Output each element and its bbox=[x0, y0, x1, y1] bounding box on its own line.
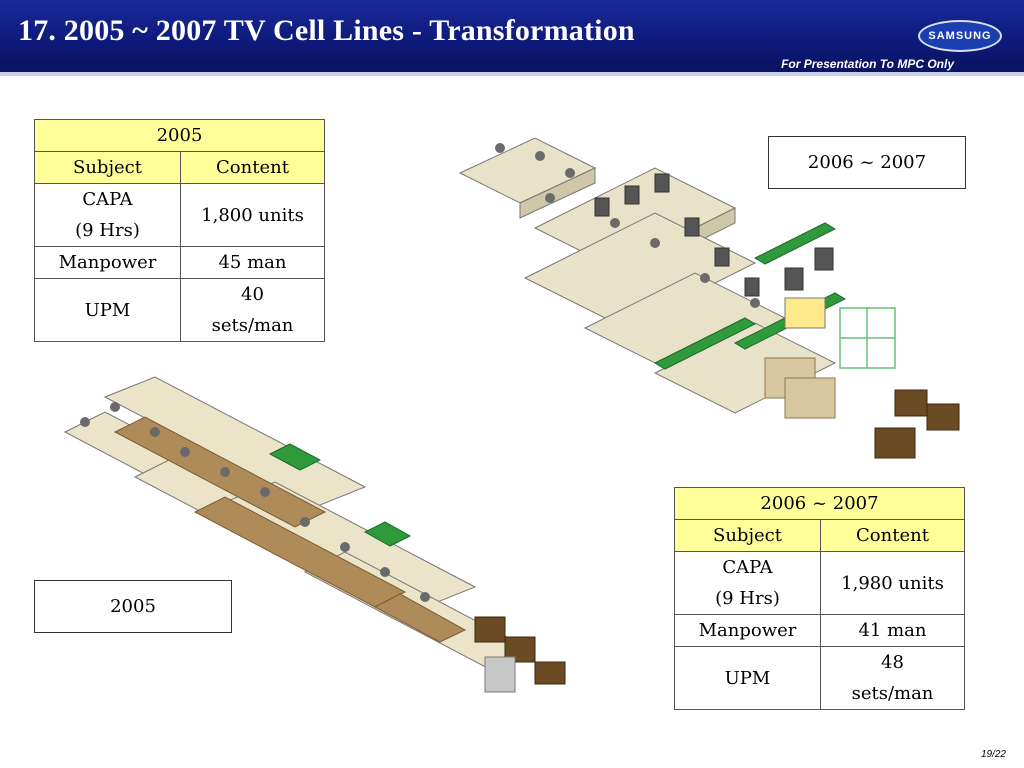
content-capa: 1,800 units bbox=[180, 183, 325, 247]
cell-line-2005-illustration bbox=[63, 376, 566, 693]
subject-capa-line1: CAPA bbox=[722, 557, 773, 578]
content-upm-line1: 40 bbox=[241, 284, 264, 305]
table-year-header: 2006 ~ 2007 bbox=[674, 487, 965, 520]
slide-title: 17. 2005 ~ 2007 TV Cell Lines - Transfor… bbox=[18, 14, 635, 47]
content-capa: 1,980 units bbox=[820, 551, 965, 615]
content-upm: 40 sets/man bbox=[180, 278, 325, 342]
header-stripe bbox=[0, 72, 1024, 76]
content-upm-line2: sets/man bbox=[211, 315, 294, 336]
subject-capa: CAPA (9 Hrs) bbox=[34, 183, 181, 247]
table-year-header: 2005 bbox=[34, 119, 325, 152]
subject-upm: UPM bbox=[34, 278, 181, 342]
label-2005: 2005 bbox=[34, 580, 232, 633]
content-upm-line2: sets/man bbox=[851, 683, 934, 704]
subject-capa-line1: CAPA bbox=[82, 189, 133, 210]
column-header-content: Content bbox=[820, 519, 965, 552]
slide-header: 17. 2005 ~ 2007 TV Cell Lines - Transfor… bbox=[0, 0, 1024, 76]
subject-capa-line2: (9 Hrs) bbox=[75, 220, 140, 241]
subject-capa-line2: (9 Hrs) bbox=[715, 588, 780, 609]
page-number: 19/22 bbox=[980, 749, 1006, 760]
samsung-logo: SAMSUNG bbox=[918, 20, 1002, 52]
content-manpower: 41 man bbox=[820, 614, 965, 647]
content-manpower: 45 man bbox=[180, 246, 325, 279]
presentation-note: For Presentation To MPC Only bbox=[781, 57, 954, 71]
label-2006-2007: 2006 ~ 2007 bbox=[768, 136, 966, 189]
table-2005: 2005 Subject Content CAPA (9 Hrs) 1,800 … bbox=[34, 119, 325, 342]
subject-upm: UPM bbox=[674, 646, 821, 710]
subject-manpower: Manpower bbox=[674, 614, 821, 647]
column-header-content: Content bbox=[180, 151, 325, 184]
content-upm-line1: 48 bbox=[881, 652, 904, 673]
subject-manpower: Manpower bbox=[34, 246, 181, 279]
subject-capa: CAPA (9 Hrs) bbox=[674, 551, 821, 615]
content-upm: 48 sets/man bbox=[820, 646, 965, 710]
column-header-subject: Subject bbox=[34, 151, 181, 184]
cell-line-2007-illustration bbox=[458, 137, 960, 459]
column-header-subject: Subject bbox=[674, 519, 821, 552]
table-2006-2007: 2006 ~ 2007 Subject Content CAPA (9 Hrs)… bbox=[674, 487, 965, 710]
logo-text: SAMSUNG bbox=[928, 30, 992, 42]
